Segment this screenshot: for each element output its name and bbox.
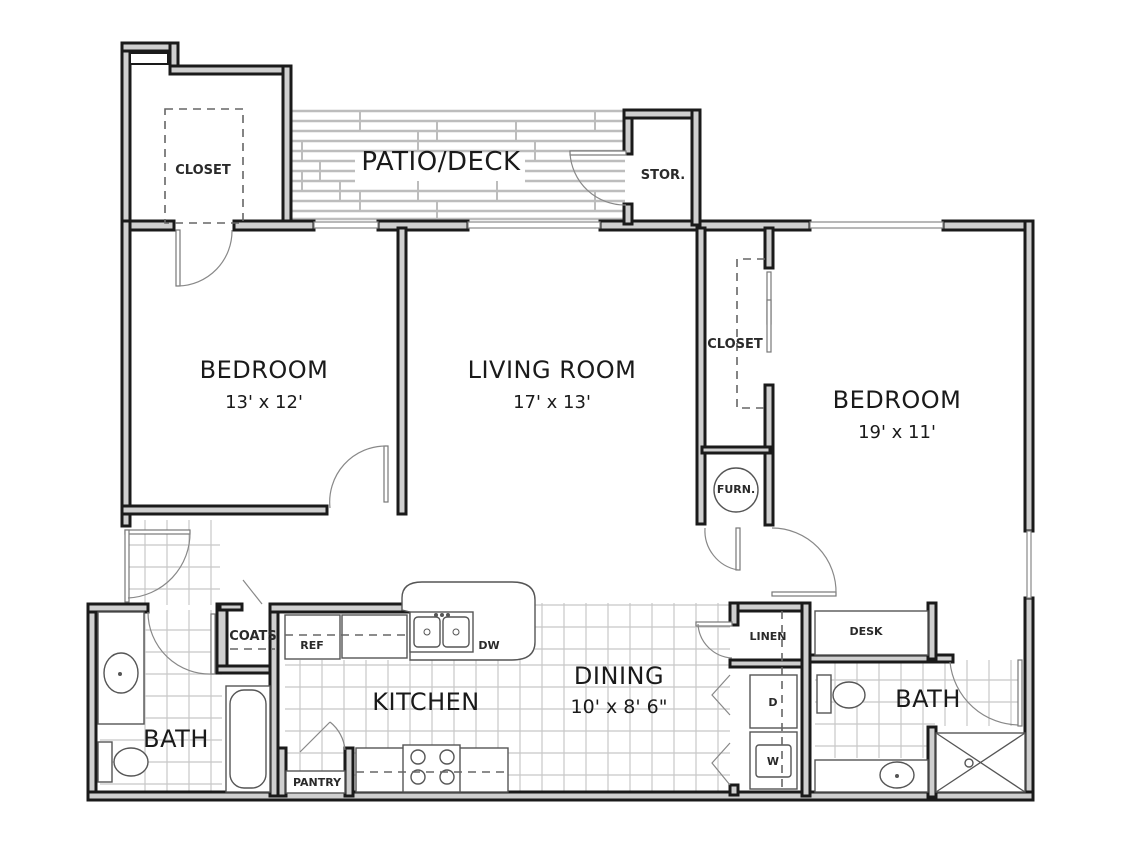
room-label-bedroom-1: BEDROOM bbox=[199, 356, 329, 384]
label-closet-2: CLOSET bbox=[707, 337, 763, 352]
room-dimensions-dining: 10' x 8' 6" bbox=[570, 696, 668, 718]
label-dishwasher: DW bbox=[478, 639, 500, 652]
label-refrigerator: REF bbox=[300, 639, 324, 652]
room-label-patio-deck: PATIO/DECK bbox=[361, 147, 521, 177]
room-dimensions-living-room: 17' x 13' bbox=[513, 392, 591, 413]
patio-deck-boards bbox=[290, 109, 625, 221]
master-bath-fixtures bbox=[814, 610, 1026, 793]
label-pantry: PANTRY bbox=[292, 776, 342, 789]
doors bbox=[124, 150, 1023, 786]
label-desk: DESK bbox=[849, 625, 883, 638]
label-storage: STOR. bbox=[640, 168, 686, 183]
label-closet-1: CLOSET bbox=[175, 163, 231, 178]
label-furnace: FURN. bbox=[716, 483, 756, 496]
room-label-bedroom-2: BEDROOM bbox=[832, 386, 962, 414]
label-dryer: D bbox=[768, 696, 778, 709]
room-label-bath-1: BATH bbox=[143, 725, 209, 753]
room-label-living-room: LIVING ROOM bbox=[467, 356, 637, 384]
room-label-bath-2: BATH bbox=[895, 685, 961, 713]
room-dimensions-bedroom-1: 13' x 12' bbox=[225, 392, 303, 413]
label-linen: LINEN bbox=[749, 630, 787, 643]
walls bbox=[86, 41, 1035, 802]
closet-outlines bbox=[164, 108, 772, 650]
kitchen-fixtures bbox=[284, 581, 536, 794]
label-washer: W bbox=[766, 755, 780, 768]
room-label-kitchen: KITCHEN bbox=[372, 688, 480, 716]
hall-bath-fixtures bbox=[97, 611, 271, 793]
windows bbox=[313, 221, 944, 229]
label-coats: COATS bbox=[229, 629, 277, 644]
laundry-fixtures bbox=[749, 611, 798, 790]
room-dimensions-bedroom-2: 19' x 11' bbox=[858, 422, 936, 443]
furnace-fixture bbox=[713, 467, 759, 513]
room-label-dining: DINING bbox=[573, 662, 665, 690]
